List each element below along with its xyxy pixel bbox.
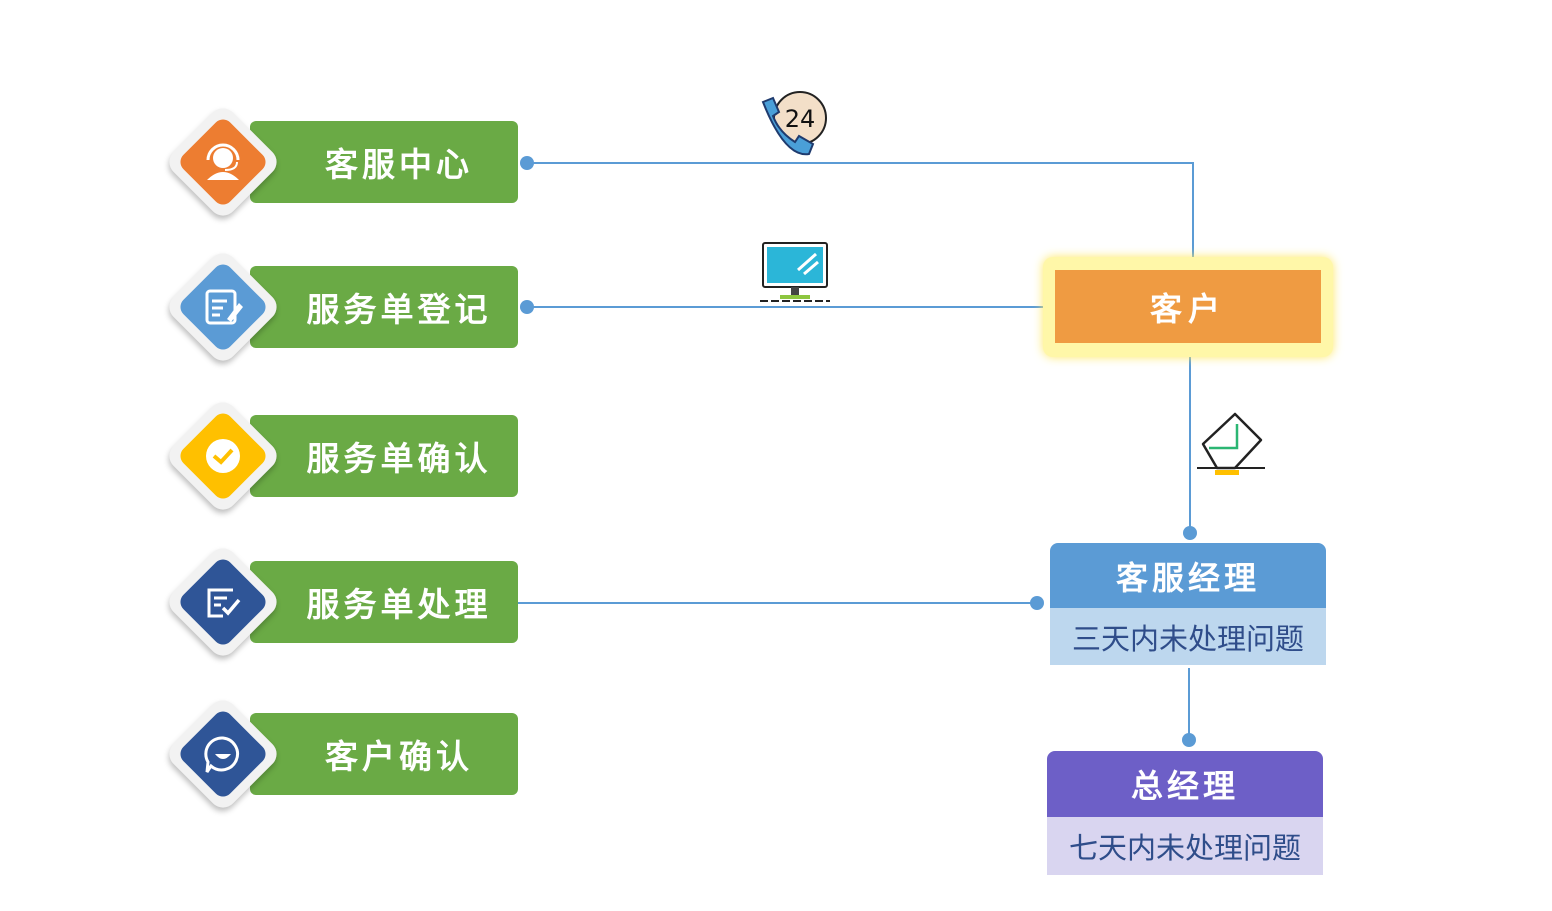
step-label: 客服中心 (325, 145, 473, 184)
step-label: 客户确认 (325, 737, 473, 776)
step-label: 服务单登记 (306, 290, 492, 329)
connector-dot (1182, 733, 1196, 747)
step-service-order-register[interactable]: 服务单登记 (250, 266, 518, 348)
step-customer-service-center[interactable]: 客服中心 (250, 121, 518, 203)
gm-note: 七天内未处理问题 (1047, 817, 1323, 875)
connector-line (1188, 668, 1190, 740)
connector-line (1192, 162, 1194, 258)
manager-title: 客服经理 (1050, 543, 1326, 608)
checklist-icon (207, 588, 241, 618)
check-circle-icon (206, 439, 240, 473)
step-customer-confirm[interactable]: 客户确认 (250, 713, 518, 795)
step-service-order-process[interactable]: 服务单处理 (250, 561, 518, 643)
headset-icon (206, 143, 240, 180)
phone-24-icon: 24 (761, 91, 827, 156)
connector-dot (1183, 526, 1197, 540)
connector-line (527, 162, 1193, 164)
connector-dot (520, 156, 534, 170)
connector-line (527, 306, 1043, 308)
step-label: 服务单确认 (306, 439, 492, 478)
chat-smile-icon (204, 736, 239, 773)
gm-title: 总经理 (1047, 751, 1323, 817)
connector-line (518, 602, 1037, 604)
customer-label: 客户 (1055, 270, 1321, 343)
customer-node[interactable]: 客户 (1043, 257, 1333, 357)
connector-dot (1030, 596, 1044, 610)
step-label: 服务单处理 (306, 585, 492, 624)
edit-form-icon (205, 289, 243, 325)
connector-line (1189, 357, 1191, 533)
manager-note: 三天内未处理问题 (1050, 608, 1326, 665)
manager-node[interactable]: 客服经理 三天内未处理问题 (1050, 543, 1326, 665)
envelope-vote-icon (1197, 412, 1265, 475)
monitor-icon (760, 242, 830, 302)
step-service-order-confirm[interactable]: 服务单确认 (250, 415, 518, 497)
gm-node[interactable]: 总经理 七天内未处理问题 (1047, 751, 1323, 875)
connector-dot (520, 300, 534, 314)
phone-badge: 24 (785, 105, 816, 133)
